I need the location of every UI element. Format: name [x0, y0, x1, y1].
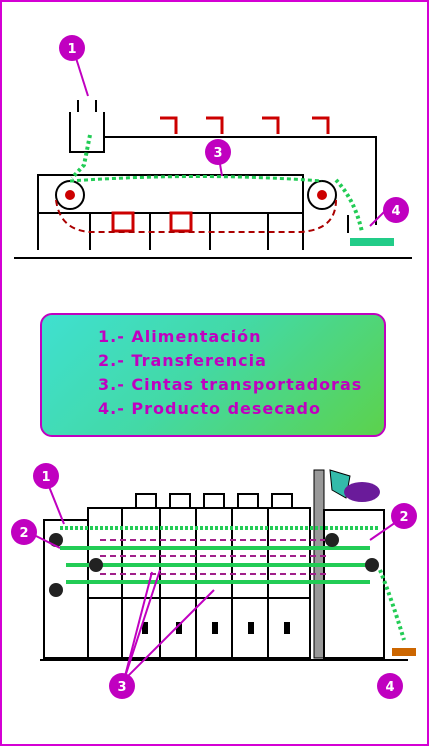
top-belt-return	[55, 199, 337, 233]
bottom-feed-section	[43, 519, 89, 659]
bottom-lower-windows	[142, 622, 290, 634]
arrow-feed-top	[75, 57, 89, 97]
callout-badge-4-top: 4	[383, 197, 409, 223]
bottom-exhaust-vents	[135, 493, 293, 508]
callout-badge-2-right: 2	[391, 503, 417, 529]
callout-badge-1-bottom: 1	[33, 463, 59, 489]
callout-badge-3-bottom: 3	[109, 673, 135, 699]
top-heater-box	[111, 211, 135, 233]
callout-badge-2-left: 2	[11, 519, 37, 545]
top-dryer	[14, 100, 412, 259]
svg-text:4: 4	[391, 204, 400, 219]
top-feed-hopper	[69, 100, 105, 153]
legend-item-product: 4.- Producto desecado	[98, 399, 321, 418]
svg-text:3: 3	[213, 146, 222, 161]
top-housing-roof	[103, 118, 377, 225]
callout-badge-4-bottom: 4	[377, 673, 403, 699]
top-conveyor-belt	[69, 175, 323, 183]
bottom-fan-unit	[329, 469, 380, 502]
svg-text:4: 4	[385, 680, 394, 695]
svg-text:3: 3	[117, 680, 126, 695]
callout-badge-3-top: 3	[205, 139, 231, 165]
svg-text:1: 1	[41, 470, 50, 485]
bottom-discharge-stream	[378, 569, 406, 641]
svg-text:2: 2	[399, 510, 408, 525]
top-product-pile	[350, 238, 394, 246]
top-heater-box	[169, 211, 193, 233]
badge-1-label: 1	[67, 42, 76, 57]
callout-badge-1-top: 1	[59, 35, 85, 61]
top-exhaust-vents	[160, 116, 330, 134]
legend-item-feed: 1.- Alimentación	[98, 327, 262, 346]
arrows-belts	[123, 569, 215, 681]
bottom-product-pile	[392, 648, 416, 656]
legend-item-belts: 3.- Cintas transportadoras	[98, 375, 363, 394]
bottom-dryer	[40, 469, 416, 661]
svg-text:2: 2	[19, 526, 28, 541]
top-feed-stream	[70, 134, 92, 180]
legend-item-transfer: 2.- Transferencia	[98, 351, 267, 370]
bottom-conveyor-belts	[60, 526, 380, 584]
legend-box: 1.- Alimentación 2.- Transferencia 3.- C…	[40, 313, 386, 437]
